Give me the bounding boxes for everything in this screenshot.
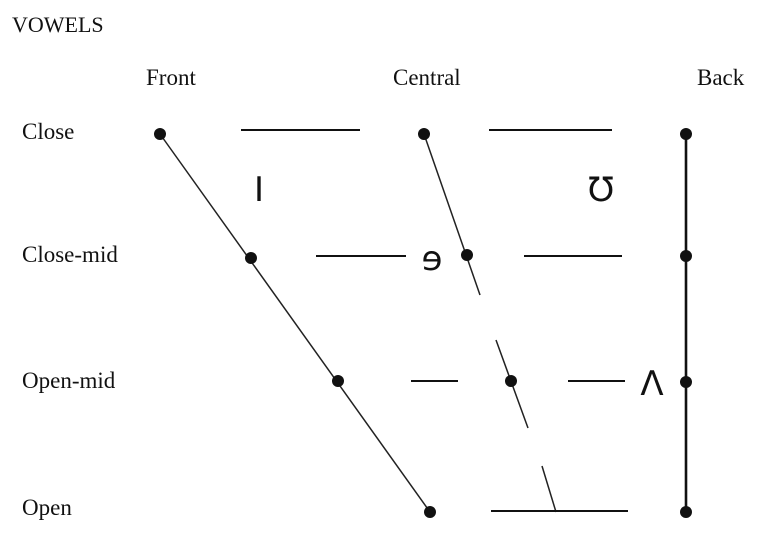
vowel-dot-close-back — [680, 128, 692, 140]
column-label-central: Central — [393, 65, 461, 90]
central-line-segment-1 — [423, 133, 481, 296]
symbol-open-mid-back: Λ — [640, 364, 663, 404]
vowel-dot-open-mid-front — [332, 375, 344, 387]
vowel-dot-close-front — [154, 128, 166, 140]
column-label-front: Front — [146, 65, 196, 90]
vowel-dot-open-back — [680, 506, 692, 518]
symbol-mid-central: ɘ — [422, 239, 443, 279]
front-diagonal-line — [159, 133, 431, 513]
vowel-dot-close-mid-back — [680, 250, 692, 262]
vowel-dot-open-mid-back — [680, 376, 692, 388]
row-label-close-mid: Close-mid — [22, 242, 118, 267]
row-label-open: Open — [22, 495, 72, 520]
symbol-near-close-front: I — [254, 170, 264, 210]
row-label-close: Close — [22, 119, 74, 144]
vowel-dot-open-front — [424, 506, 436, 518]
vowel-dot-open-mid-central — [505, 375, 517, 387]
row-label-open-mid: Open-mid — [22, 368, 116, 393]
central-line-segment-3 — [541, 465, 557, 513]
column-label-back: Back — [697, 65, 745, 90]
vowel-dot-close-central — [418, 128, 430, 140]
vowel-dot-close-mid-central — [461, 249, 473, 261]
chart-title: VOWELS — [12, 12, 104, 37]
vowel-dot-close-mid-front — [245, 252, 257, 264]
symbol-near-close-back: Ʊ — [588, 170, 614, 210]
